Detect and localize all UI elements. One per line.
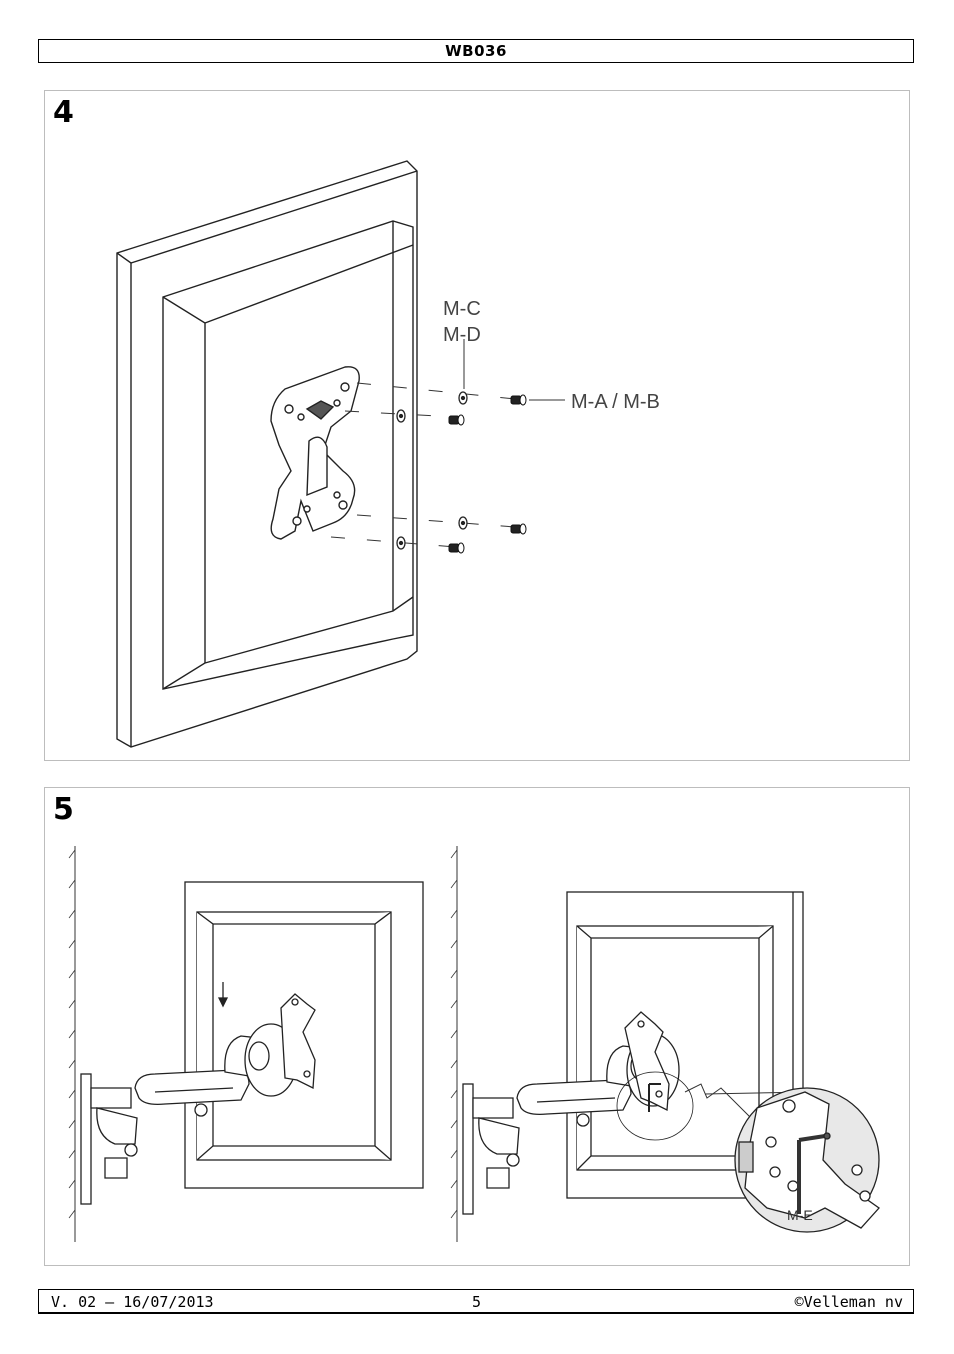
wall-left bbox=[68, 846, 76, 1242]
screws bbox=[448, 394, 527, 554]
step-5-panel: 5 bbox=[44, 787, 910, 1266]
wall-right bbox=[450, 846, 458, 1242]
footer-page-number: 5 bbox=[472, 1293, 482, 1311]
document-title: WB036 bbox=[445, 42, 507, 60]
document-header: WB036 bbox=[38, 39, 914, 63]
step-5-number: 5 bbox=[53, 792, 74, 827]
footer-version: V. 02 – 16/07/2013 bbox=[51, 1293, 214, 1311]
label-screw: M-A / M-B bbox=[571, 391, 660, 413]
step-4-illustration: M-C M-D M-A / M-B bbox=[116, 160, 660, 748]
arrow-down-icon bbox=[217, 982, 229, 1008]
document-footer: V. 02 – 16/07/2013 5 ©Velleman nv bbox=[38, 1289, 914, 1314]
step-4-number: 4 bbox=[53, 95, 74, 130]
label-washer-mc: M-C bbox=[443, 298, 481, 320]
zoom-detail bbox=[734, 1087, 880, 1233]
label-washer-md: M-D bbox=[443, 324, 481, 346]
vesa-plate bbox=[270, 366, 360, 540]
washers bbox=[396, 391, 468, 550]
step-5-illustration: M-E bbox=[68, 846, 880, 1242]
step-4-panel: 4 bbox=[44, 90, 910, 761]
footer-copyright: ©Velleman nv bbox=[794, 1293, 903, 1311]
arm-left bbox=[80, 993, 316, 1205]
arm-right bbox=[462, 1011, 694, 1215]
label-allen-key: M-E bbox=[787, 1207, 813, 1223]
